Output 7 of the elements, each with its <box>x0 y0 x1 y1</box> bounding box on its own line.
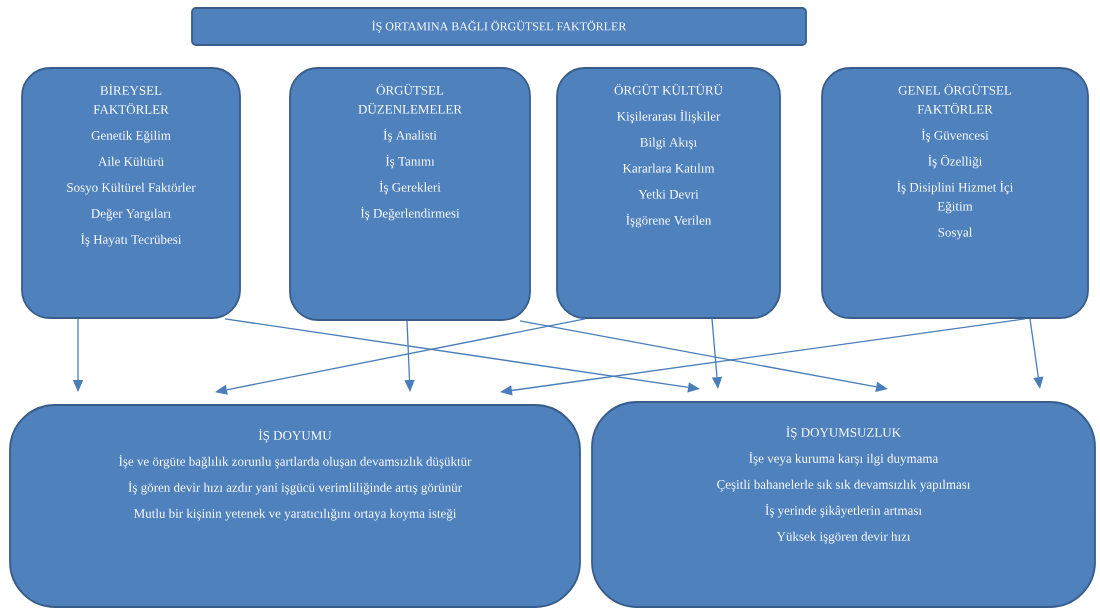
rounded-box: BİREYSEL FAKTÖRLER Genetik Eğilim Aile Kültürü Sosyo Kültürel Faktörler Değer Yargıları İş Hayatı Tecrübesi <box>21 67 241 319</box>
rounded-box: ÖRGÜTSEL DÜZENLEMELER İş Analisti İş Tanımı İş Gerekleri İş Değerlendirmesi <box>289 67 531 321</box>
rounded-box: GENEL ÖRGÜTSEL FAKTÖRLER İş Güvencesi İş Özelliği İş Disiplini Hizmet İçi Eğitim Sosyal <box>821 67 1089 319</box>
rounded-box: ÖRGÜT KÜLTÜRÜ Kişilerarası İlişkiler Bilgi Akışı Kararlara Katılım Yetki Devri İşgörene Verilen <box>556 67 781 319</box>
title-box: İŞ ORTAMINA BAĞLI ÖRGÜTSEL FAKTÖRLER <box>191 7 807 46</box>
rounded-box: İŞ DOYUMSUZLUK İşe veya kuruma karşı ilgi duymama Çeşitli bahanelerle sık sık devamsızlık yapılması İş yerinde şikâyetlerin artması Yüksek işgören devir hızı <box>591 401 1096 608</box>
rounded-box: İŞ DOYUMU İşe ve örgüte bağlılık zorunlu şartlarda oluşan devamsızlık düşüktür İş gören devir hızı azdır yani işgücü verimliliğinde artış görünür Mutlu bir kişinin yetenek ve yaratıcılığını ortaya koyma isteği <box>9 404 581 608</box>
